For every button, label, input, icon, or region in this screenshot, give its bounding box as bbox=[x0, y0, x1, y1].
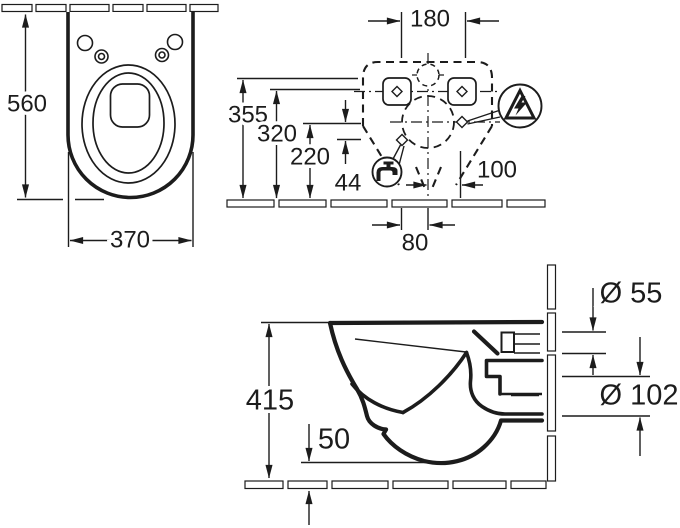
bowl-rim-inner bbox=[92, 72, 165, 174]
dim-560-label: 560 bbox=[7, 90, 47, 117]
seat-hinge-left-inner bbox=[97, 52, 106, 61]
toilet-section-profile bbox=[261, 319, 545, 466]
dim-370: 370 bbox=[67, 152, 194, 257]
wall-hatch-side bbox=[546, 264, 557, 482]
seat-hinge-left-outer bbox=[94, 49, 109, 64]
dim-415-label: 415 bbox=[246, 385, 294, 417]
fixing-hole-left bbox=[76, 34, 94, 52]
drain-circle bbox=[401, 95, 455, 149]
bowl-rim-outer bbox=[81, 64, 176, 184]
dim-180-label: 180 bbox=[410, 5, 450, 32]
dim-80-label: 80 bbox=[402, 229, 429, 256]
top-view: 560 370 bbox=[1, 3, 219, 257]
faucet-icon bbox=[371, 156, 403, 188]
bowl-water-area bbox=[109, 83, 151, 128]
electric-connection-point bbox=[455, 115, 469, 129]
fixing-hole-right bbox=[166, 33, 184, 51]
installation-template-view: 180 355 bbox=[224, 2, 546, 260]
dim-560: 560 bbox=[3, 14, 104, 201]
seat-hinge-right-inner bbox=[158, 51, 166, 59]
dim-220: 220 bbox=[286, 122, 361, 199]
high-voltage-warning-icon bbox=[497, 83, 543, 129]
dim-415: 415 bbox=[242, 323, 298, 479]
toilet-plan-outline bbox=[66, 12, 195, 200]
dim-220-label: 220 bbox=[290, 143, 330, 170]
mounting-hole-right bbox=[447, 77, 477, 106]
top-center-hole bbox=[416, 63, 440, 87]
dim-50-label: 50 bbox=[318, 424, 350, 456]
mounting-hole-left bbox=[382, 77, 412, 106]
side-section-view: 415 50 Ø 55 Ø 102 bbox=[242, 264, 680, 525]
wall-hatch-top bbox=[1, 3, 219, 13]
dim-370-label: 370 bbox=[110, 226, 150, 253]
dim-355: 355 bbox=[224, 77, 358, 199]
dim-dia-102: Ø 102 bbox=[562, 337, 680, 456]
water-connection-point bbox=[395, 133, 409, 147]
dim-355-label: 355 bbox=[228, 101, 268, 128]
floor-hatch-template bbox=[226, 199, 546, 208]
dim-50: 50 bbox=[301, 420, 430, 525]
dim-dia55-label: Ø 55 bbox=[600, 278, 663, 310]
dim-100: 100 bbox=[406, 151, 521, 198]
dim-180: 180 bbox=[368, 2, 499, 58]
dim-dia102-label: Ø 102 bbox=[600, 380, 679, 412]
dim-80: 80 bbox=[372, 208, 455, 260]
dim-dia-55: Ø 55 bbox=[562, 274, 666, 375]
dim-44-label: 44 bbox=[335, 169, 362, 196]
seat-hinge-right-outer bbox=[154, 47, 170, 63]
dim-44: 44 bbox=[331, 100, 365, 200]
dim-320-label: 320 bbox=[257, 120, 297, 147]
dim-320: 320 bbox=[253, 88, 360, 199]
inlet-pipe bbox=[500, 331, 540, 354]
dim-100-label: 100 bbox=[477, 156, 517, 183]
floor-hatch-side bbox=[244, 480, 547, 490]
